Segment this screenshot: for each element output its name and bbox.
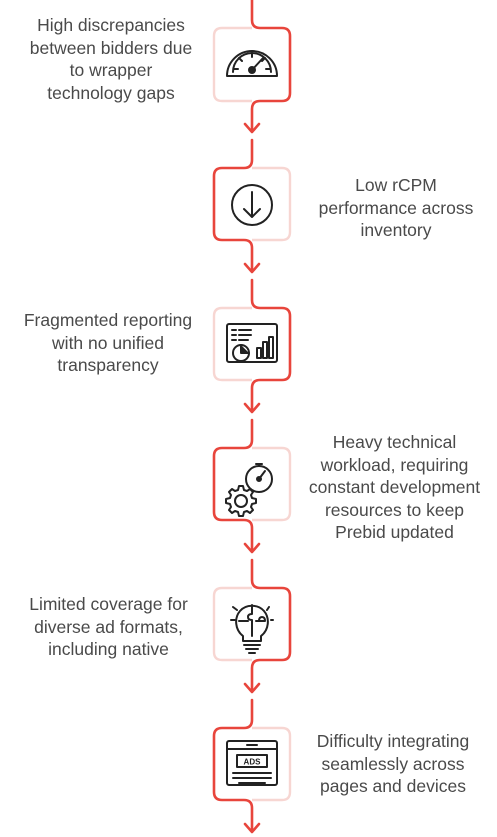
arrowhead-1 xyxy=(243,122,261,134)
ads-screen-icon: ADS xyxy=(219,731,285,797)
step-1-text: High discrepancies between bidders due t… xyxy=(29,15,193,103)
ads-label: ADS xyxy=(244,758,262,767)
step-3-text: Fragmented reporting with no unified tra… xyxy=(23,310,193,375)
gear-gauge-icon xyxy=(219,452,285,518)
arrowheads xyxy=(243,122,261,834)
arrowhead-6 xyxy=(243,822,261,834)
flow-connector-light xyxy=(212,26,292,802)
speedometer-icon xyxy=(219,32,285,98)
puzzle-bulb-icon xyxy=(219,592,285,658)
step-6-text: Difficulty integrating seamlessly across… xyxy=(316,731,470,796)
arrowhead-4 xyxy=(243,542,261,554)
dashboard-report-icon xyxy=(219,312,285,378)
flow-connector xyxy=(212,0,292,832)
step-5-text: Limited coverage for diverse ad formats,… xyxy=(29,594,188,659)
arrowhead-5 xyxy=(243,682,261,694)
step-2-text: Low rCPM performance across inventory xyxy=(318,175,474,240)
arrowhead-3 xyxy=(243,402,261,414)
arrowhead-2 xyxy=(243,262,261,274)
step-4-text: Heavy technical workload, requiring cons… xyxy=(308,432,481,542)
down-arrow-circle-icon xyxy=(219,172,285,238)
